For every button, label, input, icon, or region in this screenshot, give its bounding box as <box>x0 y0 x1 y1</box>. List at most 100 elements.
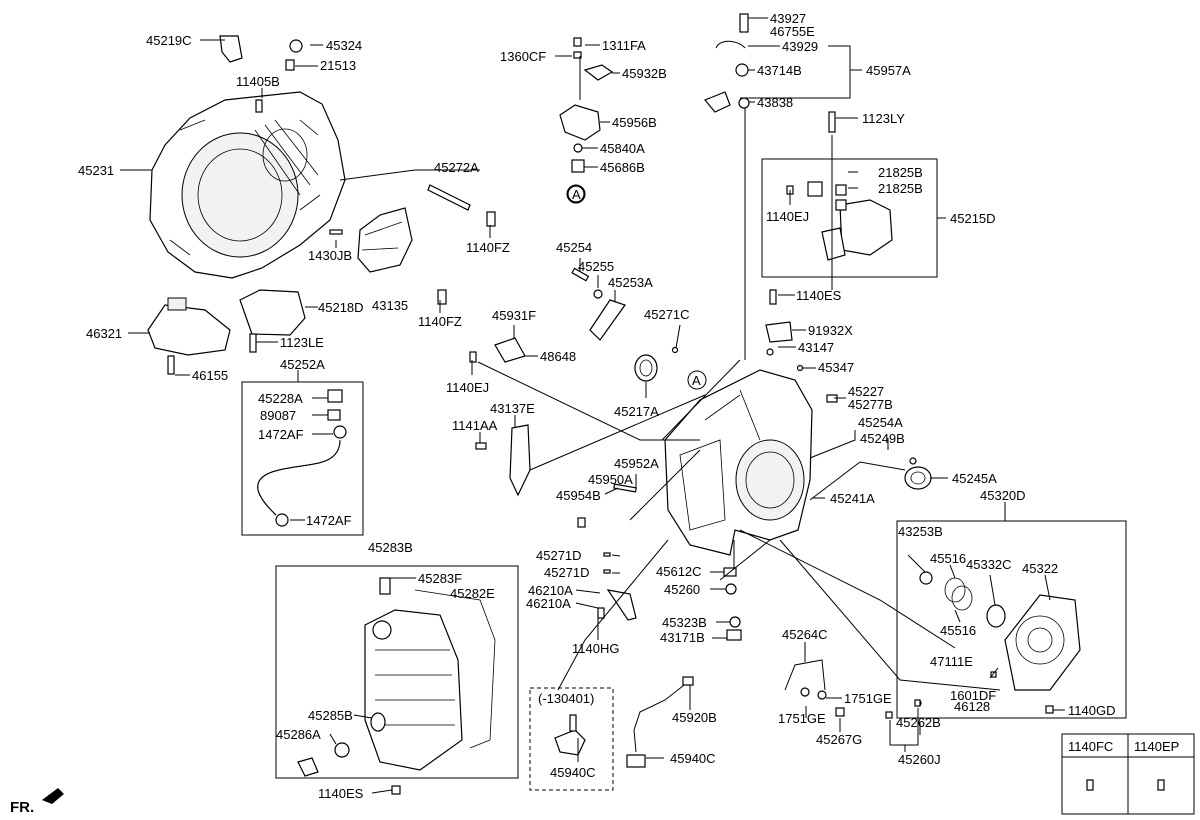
label-45322: 45322 <box>1022 561 1058 576</box>
label-46210A-1: 46210A <box>528 583 573 598</box>
label-45231: 45231 <box>78 163 114 178</box>
label-45932B: 45932B <box>622 66 667 81</box>
transmission-case-part <box>664 369 813 556</box>
label-1472AF-1: 1472AF <box>258 427 304 442</box>
label-45260-1: 45260 <box>664 582 700 597</box>
lower-small-parts <box>391 483 1054 795</box>
label-47111E: 47111E <box>930 654 973 669</box>
label-43135: 43135 <box>372 298 408 313</box>
label-1140EP: 1140EP <box>1134 739 1179 754</box>
label-front-direction: FR. <box>10 799 34 816</box>
label-1751GE-2: 1751GE <box>778 711 826 726</box>
label-43147: 43147 <box>798 340 834 355</box>
label-45253A: 45253A <box>608 275 653 290</box>
ref-a-circle-2 <box>687 370 707 390</box>
label-45277B: 45277B <box>848 397 893 412</box>
label-1140HG: 1140HG <box>572 641 619 656</box>
label-45931F: 45931F <box>492 308 536 323</box>
label-45516-2: 45516 <box>940 623 976 638</box>
converter-housing-part <box>149 91 346 279</box>
label-45347: 45347 <box>818 360 854 375</box>
label-21513: 21513 <box>320 58 356 73</box>
label-45227: 45227 <box>848 384 884 399</box>
label-45282E: 45282E <box>450 586 495 601</box>
label-45612C: 45612C <box>656 564 702 579</box>
label-45920B: 45920B <box>672 710 717 725</box>
label-45954B: 45954B <box>556 488 601 503</box>
label-1472AF-2: 1472AF <box>306 513 352 528</box>
front-arrow-icon <box>42 788 64 804</box>
label-89087: 89087 <box>260 408 296 423</box>
label-46128: 46128 <box>954 699 990 714</box>
label-45254: 45254 <box>556 240 592 255</box>
part-labels: 45219C 45324 11405B 21513 45231 45272A 1… <box>10 11 1179 816</box>
label-45255: 45255 <box>578 259 614 274</box>
oil-seal-part <box>634 354 658 382</box>
rear-cover-group-box <box>896 520 1127 719</box>
housing-small-parts <box>219 35 496 305</box>
oil-guide-part <box>357 207 413 273</box>
label-45950A: 45950A <box>588 472 633 487</box>
label-91932X: 91932X <box>808 323 853 338</box>
label-1360CF: 1360CF <box>500 49 546 64</box>
label-45260J: 45260J <box>898 752 941 767</box>
ref-a-circle-1 <box>566 184 586 204</box>
label-1140GD: 1140GD <box>1068 703 1115 718</box>
label-46321: 46321 <box>86 326 122 341</box>
variant-box <box>529 687 614 791</box>
hose-group-box <box>241 381 364 536</box>
label-1123LY: 1123LY <box>862 111 905 126</box>
label-45956B: 45956B <box>612 115 657 130</box>
label-45249B: 45249B <box>860 431 905 446</box>
label-1140EJ-2: 1140EJ <box>446 380 489 395</box>
label-1123LE: 1123LE <box>280 335 324 350</box>
label-45940C-2: 45940C <box>550 765 596 780</box>
label-45320D: 45320D <box>980 488 1026 503</box>
bracket-part <box>239 289 306 353</box>
label-45271D-1: 45271D <box>536 548 582 563</box>
label-1601DF: 1601DF <box>950 688 996 703</box>
label-21825B-2: 21825B <box>878 181 923 196</box>
label-1140EJ-1: 1140EJ <box>766 209 809 224</box>
label-21825B-1: 21825B <box>878 165 923 180</box>
label-45267G: 45267G <box>816 732 862 747</box>
label-45241A: 45241A <box>830 491 875 506</box>
label-43927: 43927 <box>770 11 806 26</box>
label-43137E: 43137E <box>490 401 535 416</box>
label-ref-a-1: A <box>572 187 581 202</box>
label-45840A: 45840A <box>600 141 645 156</box>
label-43714B: 43714B <box>757 63 802 78</box>
label-45957A: 45957A <box>866 63 911 78</box>
label-45332C: 45332C <box>966 557 1012 572</box>
label-45228A: 45228A <box>258 391 303 406</box>
label-1141AA: 1141AA <box>452 418 498 433</box>
label-46210A-2: 46210A <box>526 596 571 611</box>
label-45952A: 45952A <box>614 456 659 471</box>
label-45217A: 45217A <box>614 404 659 419</box>
lever-parts <box>559 37 614 203</box>
label-43171B: 43171B <box>660 630 705 645</box>
oil-pan-part <box>297 577 496 777</box>
label-1140FC: 1140FC <box>1068 739 1113 754</box>
label-45262B: 45262B <box>896 715 941 730</box>
label-45215D: 45215D <box>950 211 996 226</box>
leader-lines <box>120 17 1065 794</box>
label-45271D-2: 45271D <box>544 565 590 580</box>
label-43929: 43929 <box>782 39 818 54</box>
label-43253B: 43253B <box>898 524 943 539</box>
cover-parts <box>786 181 893 261</box>
label-1140FZ-1: 1140FZ <box>466 240 510 255</box>
label-45245A: 45245A <box>952 471 997 486</box>
oil-filter-part <box>147 297 231 375</box>
label-1311FA: 1311FA <box>602 38 646 53</box>
label-45264C: 45264C <box>782 627 828 642</box>
label-46755E: 46755E <box>770 24 815 39</box>
label-43838: 43838 <box>757 95 793 110</box>
label-45283F: 45283F <box>418 571 462 586</box>
label-45516-1: 45516 <box>930 551 966 566</box>
label-45324: 45324 <box>326 38 362 53</box>
label-46155: 46155 <box>192 368 228 383</box>
label-1140ES-1: 1140ES <box>318 786 364 801</box>
label-45272A: 45272A <box>434 160 479 175</box>
